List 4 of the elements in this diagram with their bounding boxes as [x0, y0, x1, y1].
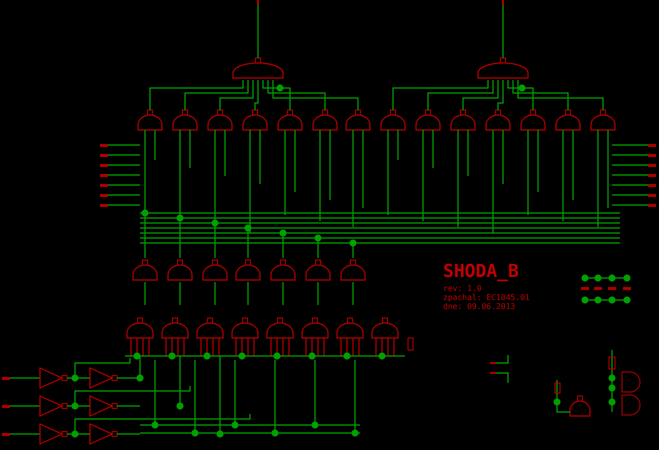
date-text: dne: 09.06.2013: [443, 303, 516, 311]
revision-text: rev: 1.0: [443, 285, 482, 293]
author-text: zpachal: EC1045.01: [443, 294, 530, 302]
title-text: SHODA_B: [443, 263, 519, 281]
